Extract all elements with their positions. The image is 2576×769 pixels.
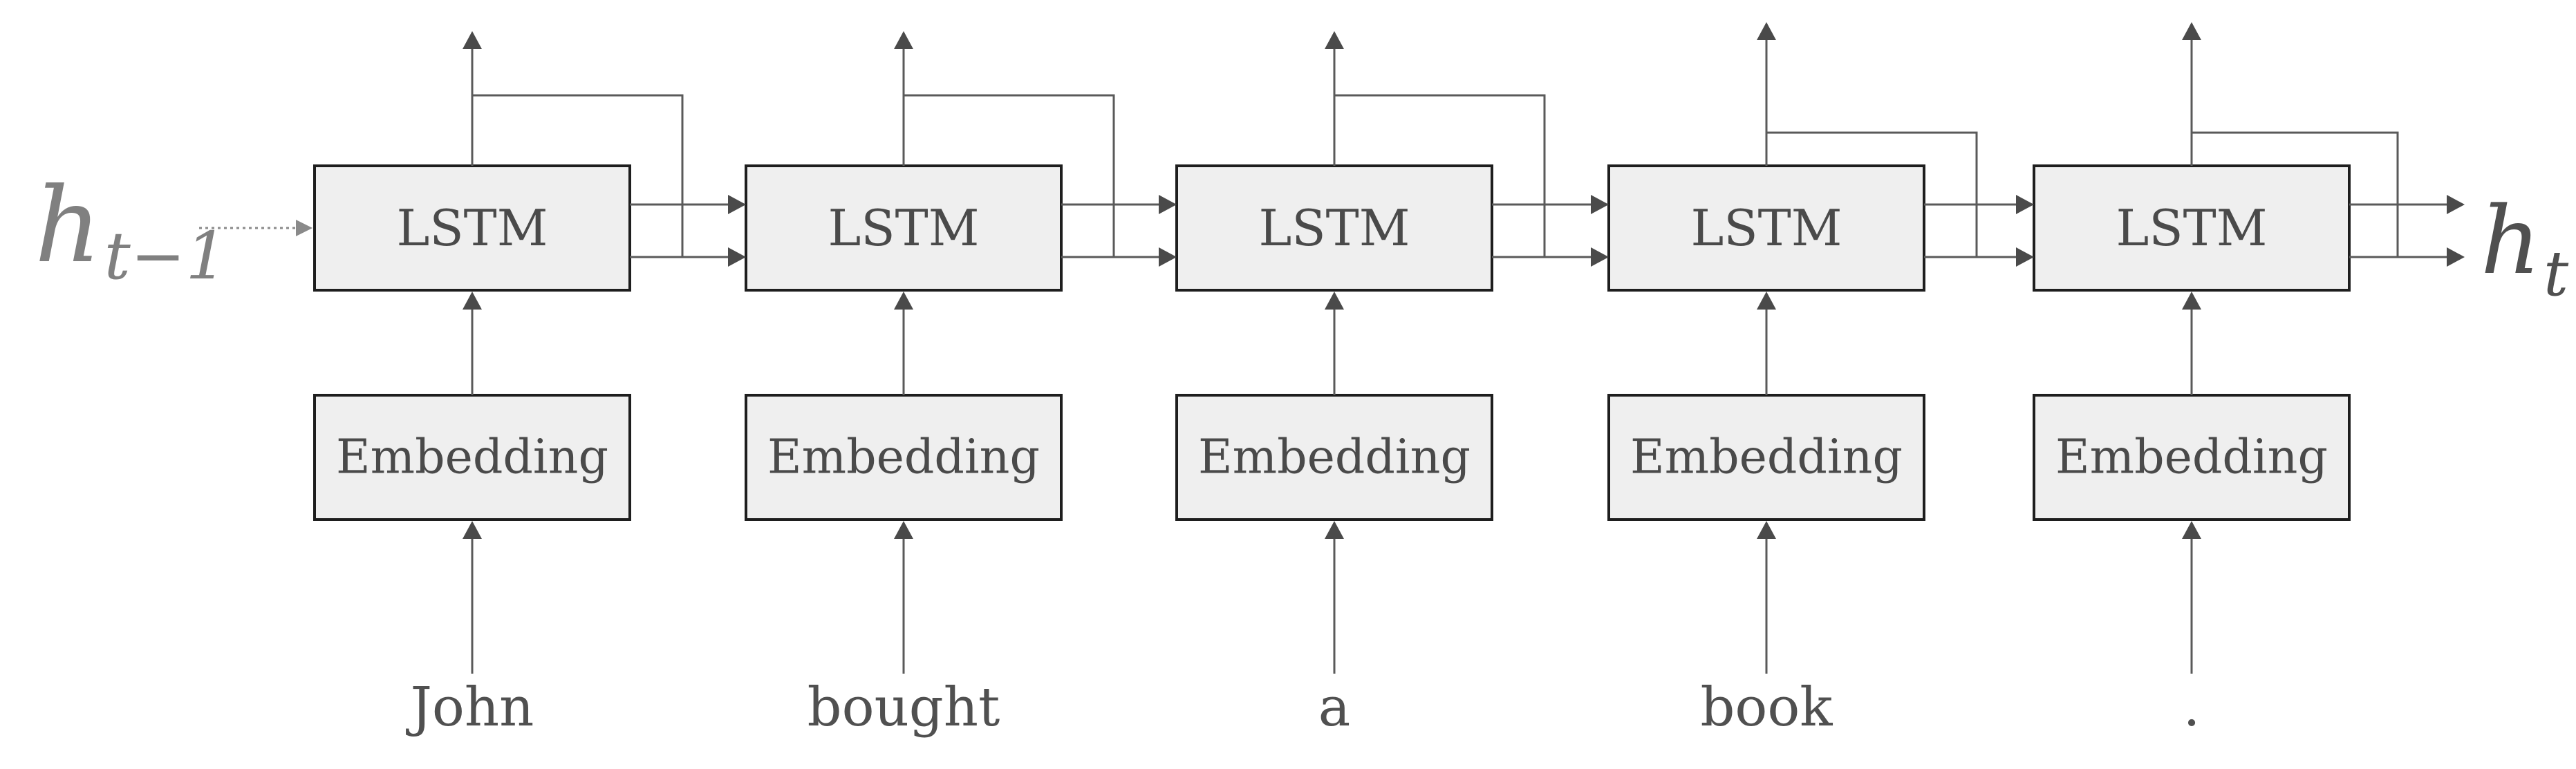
embedding-to-lstm-arrowhead xyxy=(894,292,913,310)
lstm-label: LSTM xyxy=(2116,199,2268,257)
embedding-box xyxy=(745,394,1063,521)
input-word: . xyxy=(2183,676,2201,739)
output-branch-line xyxy=(904,94,1115,257)
recurrent-connection xyxy=(904,94,1177,267)
output-arrowhead xyxy=(1325,31,1344,49)
cell-state-arrowhead xyxy=(2447,195,2465,214)
lstm-box xyxy=(1175,164,1493,292)
embedding-to-lstm-arrowhead xyxy=(1325,292,1344,310)
input-word: bought xyxy=(808,676,1000,739)
output-arrowhead xyxy=(894,31,913,49)
lstm-label: LSTM xyxy=(397,199,548,257)
hidden-state-arrowhead xyxy=(1591,247,1609,267)
cell-state-arrowhead xyxy=(728,195,746,214)
lstm-label: LSTM xyxy=(828,199,980,257)
input-word: a xyxy=(1318,676,1351,739)
lstm-label: LSTM xyxy=(1259,199,1410,257)
recurrent-connection xyxy=(1334,94,1609,267)
cell-state-arrowhead xyxy=(1591,195,1609,214)
output-branch-line xyxy=(472,94,684,257)
cell-state-arrowhead xyxy=(1159,195,1177,214)
cell-column: LSTM Embedding. xyxy=(2033,22,2351,739)
output-branch-line xyxy=(1334,94,1546,257)
word-to-embedding-arrowhead xyxy=(1757,521,1776,539)
output-arrowhead xyxy=(2182,22,2201,40)
hidden-state-arrowhead xyxy=(728,247,746,267)
lstm-label: LSTM xyxy=(1691,199,1842,257)
recurrent-connection xyxy=(472,94,746,267)
embedding-label: Embedding xyxy=(1630,430,1903,485)
hidden-state-arrowhead xyxy=(2447,247,2465,267)
embedding-to-lstm-arrowhead xyxy=(1757,292,1776,310)
embedding-label: Embedding xyxy=(2055,430,2328,485)
cell-column: LSTM Embedding book xyxy=(1607,22,1925,739)
word-to-embedding-arrowhead xyxy=(463,521,482,539)
output-branch-line xyxy=(2192,131,2399,257)
recurrent-connectors xyxy=(472,94,2465,267)
embedding-to-lstm-arrowhead xyxy=(2182,292,2201,310)
hidden-state-arrowhead xyxy=(2016,247,2034,267)
input-hidden-state-label: ht−1 xyxy=(35,166,227,294)
lstm-box xyxy=(745,164,1063,292)
input-state-arrow xyxy=(199,220,312,236)
hidden-state-arrowhead xyxy=(1159,247,1177,267)
word-to-embedding-arrowhead xyxy=(2182,521,2201,539)
output-hidden-state-label: ht xyxy=(2481,187,2569,310)
embedding-label: Embedding xyxy=(336,430,608,485)
lstm-box xyxy=(1607,164,1925,292)
cell-state-arrowhead xyxy=(2016,195,2034,214)
word-to-embedding-arrowhead xyxy=(894,521,913,539)
recurrent-connection xyxy=(1766,131,2034,267)
lstm-box xyxy=(2033,164,2351,292)
cell-column: LSTM Embedding a xyxy=(1175,31,1493,739)
recurrent-connection xyxy=(2192,131,2465,267)
output-arrowhead xyxy=(463,31,482,49)
embedding-box xyxy=(1175,394,1493,521)
cell-column: LSTM Embedding bought xyxy=(745,31,1063,739)
embedding-label: Embedding xyxy=(1198,430,1471,485)
output-arrowhead xyxy=(1757,22,1776,40)
cell-columns: LSTMEmbeddingJohnLSTMEmbeddingboughtLSTM… xyxy=(313,22,2351,739)
embedding-box xyxy=(1607,394,1925,521)
input-word: book xyxy=(1700,676,1833,739)
output-branch-line xyxy=(1766,131,1978,257)
embedding-label: Embedding xyxy=(767,430,1040,485)
word-to-embedding-arrowhead xyxy=(1325,521,1344,539)
embedding-to-lstm-arrowhead xyxy=(463,292,482,310)
embedding-box xyxy=(313,394,631,521)
input-word: John xyxy=(406,676,534,739)
